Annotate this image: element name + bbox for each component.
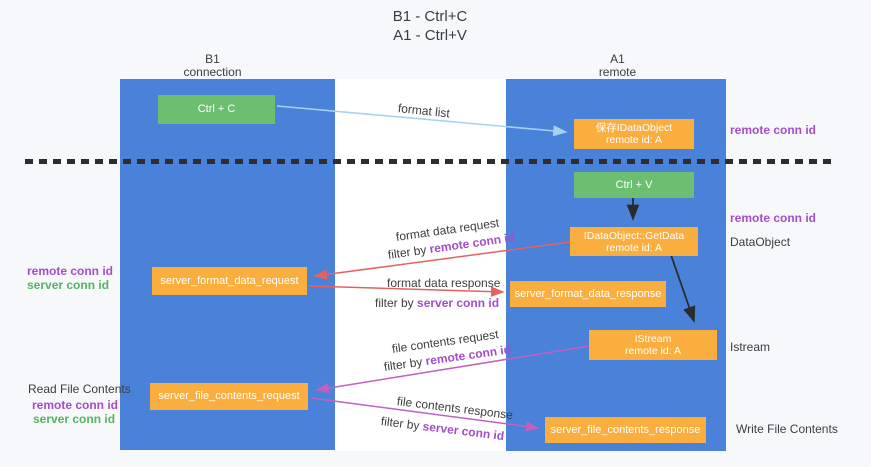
node-istream-line2: remote id: A	[624, 345, 682, 357]
diagram-title-line2: A1 - Ctrl+V	[393, 27, 467, 44]
server-conn-id-text: server conn id	[417, 296, 500, 310]
right-label-istream: Istream	[730, 340, 771, 354]
right-label-remote-conn-id-mid: remote conn id	[730, 211, 817, 225]
label-format-data-response: format data response	[387, 276, 501, 290]
node-ctrl-v-label: Ctrl + V	[615, 178, 653, 191]
node-idataobject-getdata: IDataObject::GetData remote id: A	[570, 227, 698, 256]
node-save-idataobject: 保存IDataObject remote id: A	[574, 119, 694, 149]
filter-by-text: filter by	[375, 296, 418, 310]
node-idataobject-getdata-line1: IDataObject::GetData	[583, 229, 685, 242]
diagram-title: B1 - Ctrl+C A1 - Ctrl+V	[330, 7, 530, 45]
column-a1-name: A1	[610, 52, 625, 66]
right-label-remote-conn-id-top: remote conn id	[730, 123, 817, 137]
column-header-b1: B1 connection	[160, 53, 265, 79]
right-label-write-file-contents: Write File Contents	[736, 422, 838, 436]
dashed-separator	[25, 159, 833, 164]
right-label-dataobject: DataObject	[730, 235, 791, 249]
node-server-file-contents-request: server_file_contents_request	[150, 383, 308, 410]
node-server-format-data-response-label: server_format_data_response	[514, 287, 662, 300]
left-label-server-conn-id-bottom: server conn id	[33, 412, 116, 426]
left-label-server-conn-id: server conn id	[27, 278, 110, 292]
node-server-format-data-request: server_format_data_request	[152, 267, 307, 295]
left-label-remote-conn-id: remote conn id	[27, 264, 114, 278]
column-b1-name: B1	[205, 52, 220, 66]
left-label-remote-conn-id-bottom: remote conn id	[32, 398, 119, 412]
node-save-idataobject-line1: 保存IDataObject	[595, 122, 673, 134]
column-a1-role: remote	[598, 65, 637, 79]
node-server-format-data-request-label: server_format_data_request	[160, 274, 299, 287]
node-istream-line1: IStream	[634, 333, 672, 345]
column-header-a1: A1 remote	[565, 53, 670, 79]
node-ctrl-v: Ctrl + V	[574, 172, 694, 198]
label-filter-server-1: filter by server conn id	[375, 296, 499, 310]
gap-strip	[335, 79, 506, 451]
node-save-idataobject-line2: remote id: A	[605, 134, 663, 146]
diagram-title-line1: B1 - Ctrl+C	[392, 8, 468, 25]
node-ctrl-c-label: Ctrl + C	[197, 103, 236, 115]
node-ctrl-c: Ctrl + C	[158, 95, 275, 124]
node-server-file-contents-response: server_file_contents_response	[545, 417, 706, 443]
node-idataobject-getdata-line2: remote id: A	[605, 241, 663, 254]
node-istream: IStream remote id: A	[589, 330, 717, 360]
left-label-read-file-contents: Read File Contents	[28, 382, 131, 396]
node-server-file-contents-request-label: server_file_contents_request	[158, 390, 300, 402]
column-b1-role: connection	[183, 65, 242, 79]
node-server-file-contents-response-label: server_file_contents_response	[550, 423, 701, 436]
node-server-format-data-response: server_format_data_response	[510, 281, 666, 307]
